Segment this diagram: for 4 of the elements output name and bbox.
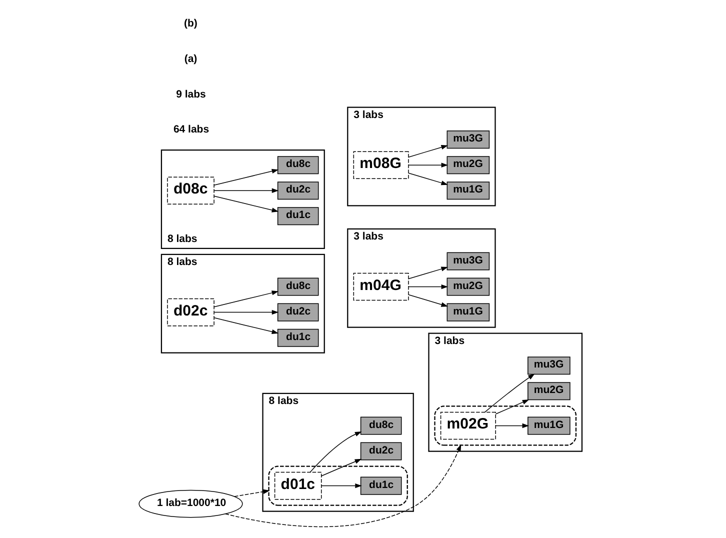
- label: 64 labs: [172, 124, 209, 136]
- label: 9 labs: [176, 88, 206, 100]
- label: (b): [183, 18, 197, 30]
- label: (a): [184, 52, 197, 65]
